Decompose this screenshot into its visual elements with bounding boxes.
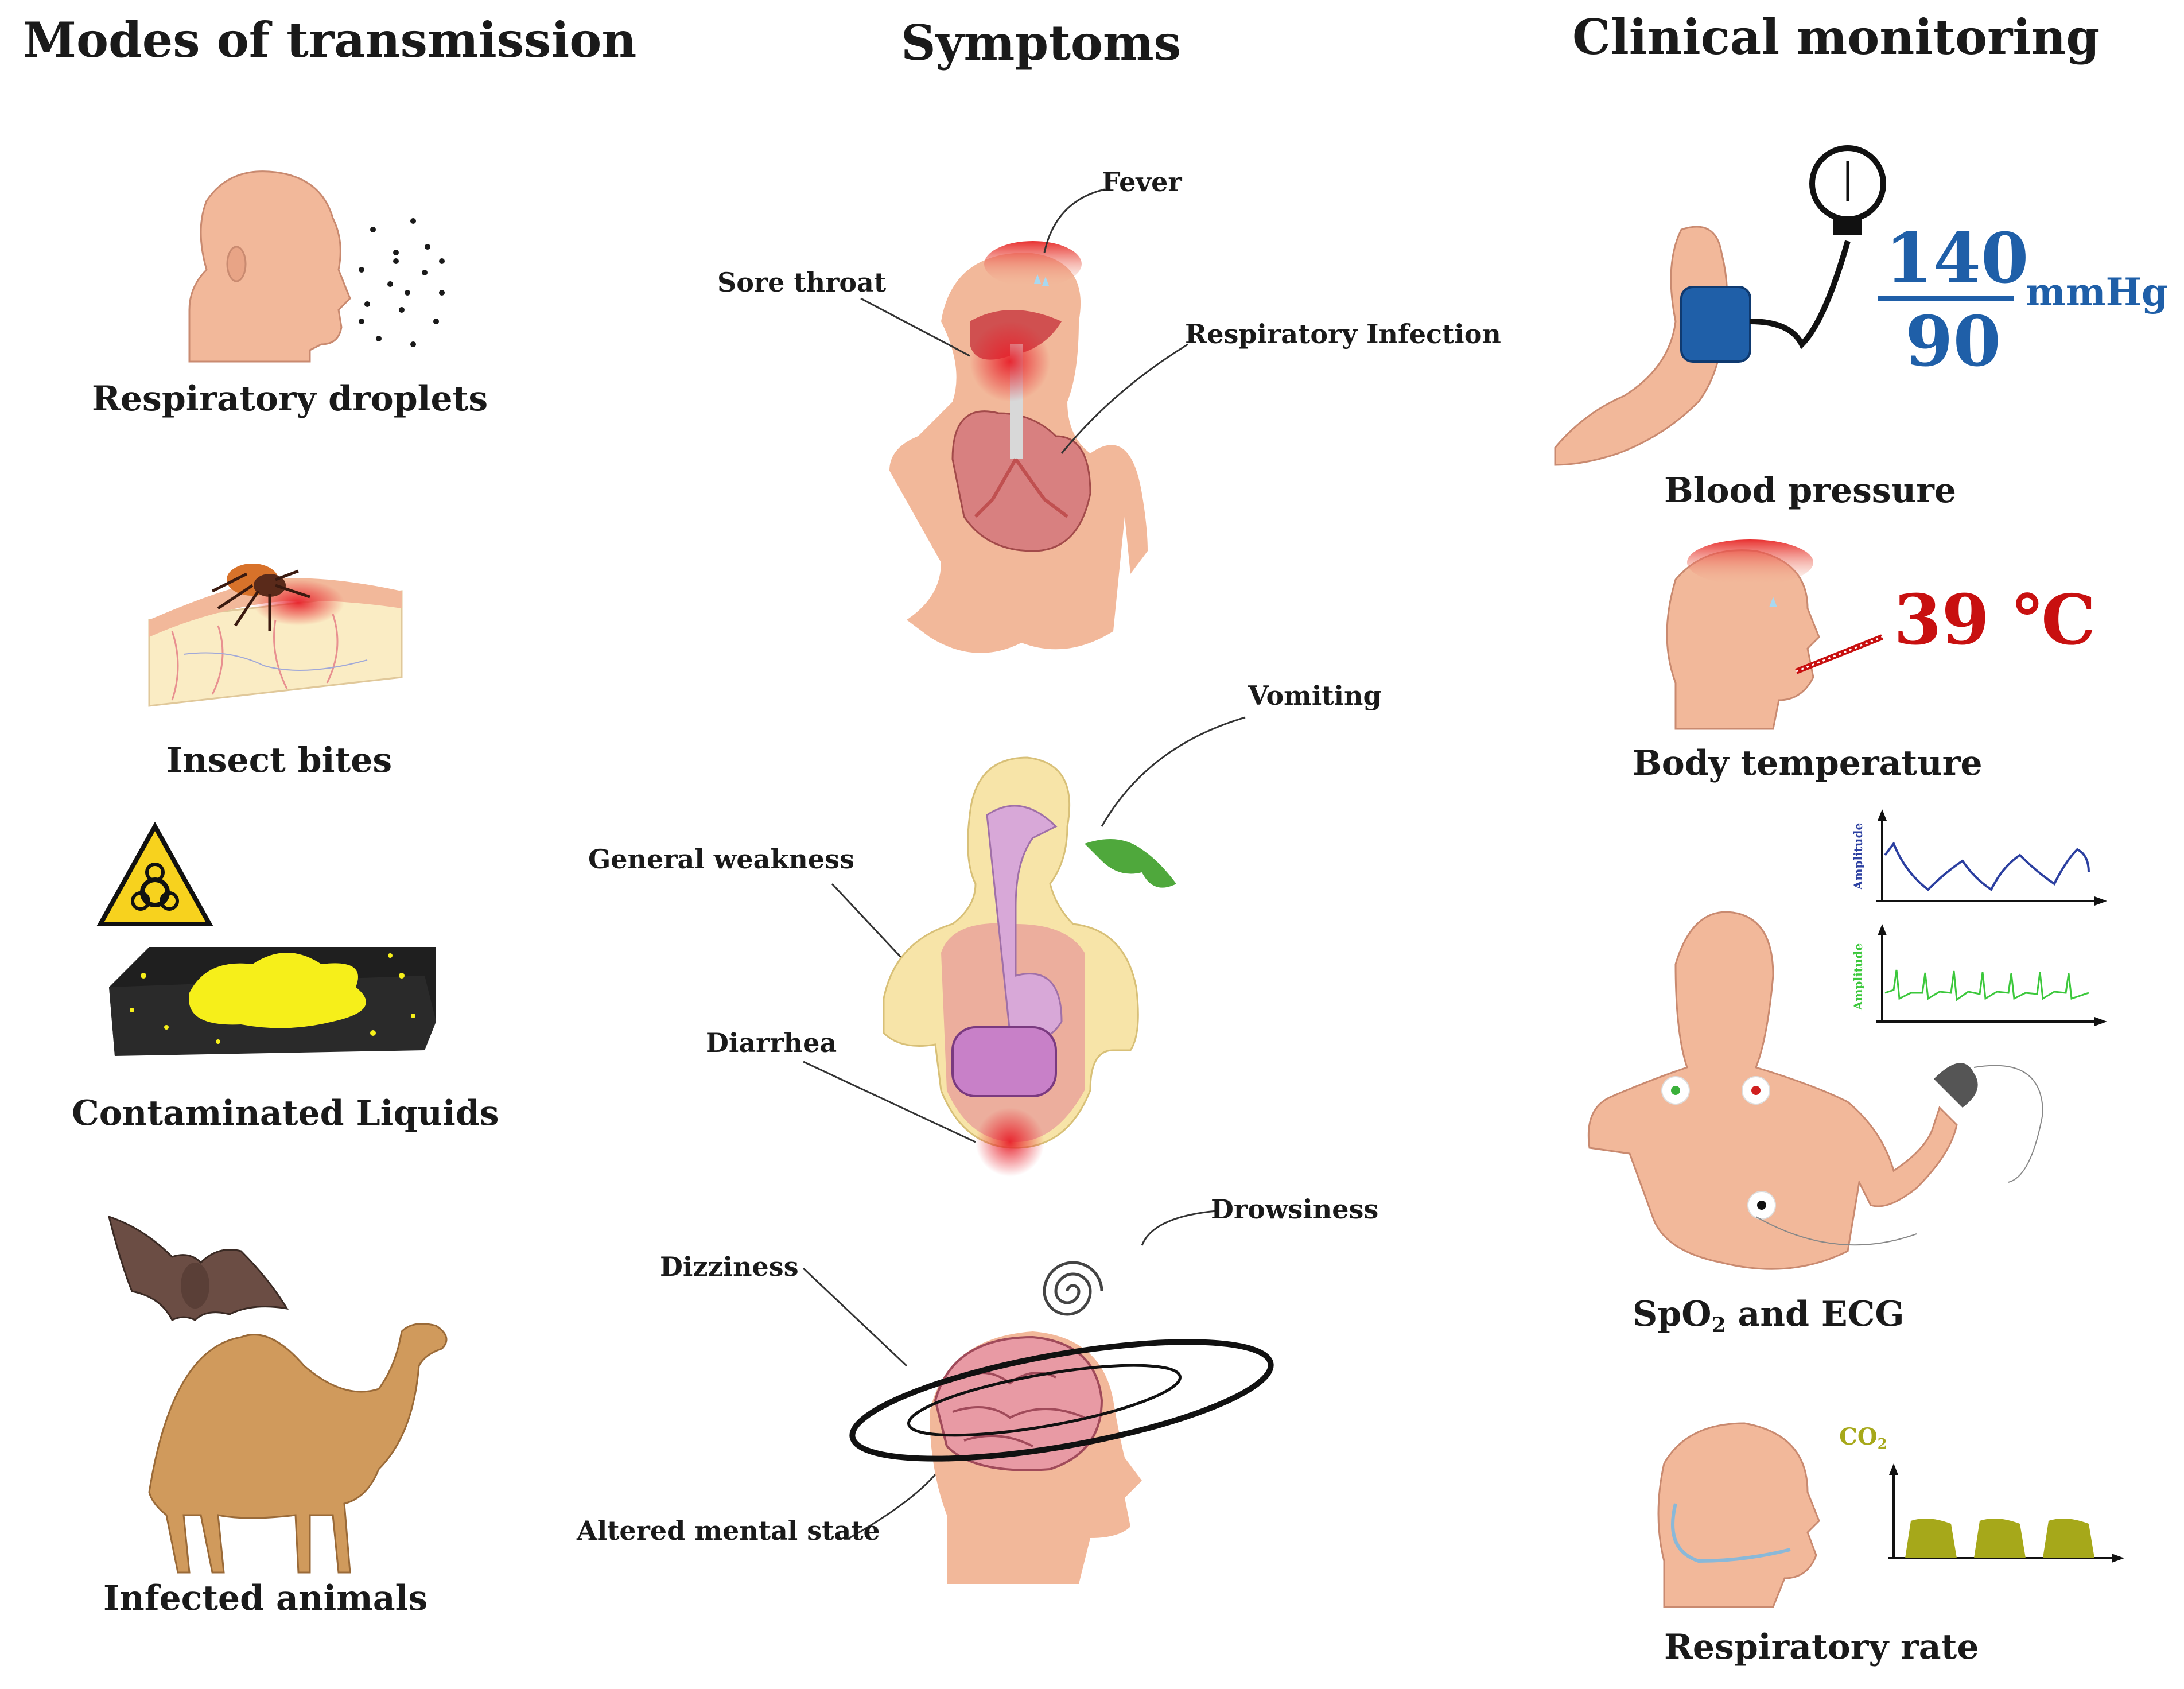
symptom-vomiting: Vomiting xyxy=(1248,680,1382,711)
spo2-ecg-illustration xyxy=(1587,911,2044,1270)
biohazard-sign-icon xyxy=(96,821,213,926)
label-infected-animals: Infected animals xyxy=(103,1578,428,1618)
contaminated-liquid-illustration xyxy=(109,947,436,1056)
infected-animals-illustration xyxy=(107,1215,448,1574)
symptom-fever: Fever xyxy=(1102,166,1182,197)
label-blood-pressure: Blood pressure xyxy=(1664,471,1957,511)
spo2-amplitude-axis-label: Amplitude xyxy=(1851,822,1866,890)
symptom-altered-mental-state: Altered mental state xyxy=(577,1515,880,1546)
symptom-sore-throat: Sore throat xyxy=(717,267,887,298)
temperature-value: 39 ℃ xyxy=(1894,580,2096,661)
spo2-prefix: SpO xyxy=(1633,1294,1712,1334)
digestive-symptoms-illustration xyxy=(883,756,1176,1177)
spo2-suffix: and ECG xyxy=(1726,1294,1905,1334)
ecg-waveform-chart xyxy=(1876,924,2107,1026)
bp-systolic-value: 140 xyxy=(1885,218,2029,299)
label-body-temperature: Body temperature xyxy=(1633,743,1983,783)
label-contaminated-liquids: Contaminated Liquids xyxy=(72,1093,499,1133)
symptom-drowsiness: Drowsiness xyxy=(1211,1194,1379,1225)
droplets-dots xyxy=(359,218,445,347)
blood-pressure-illustration xyxy=(1554,145,1886,466)
label-respiratory-droplets: Respiratory droplets xyxy=(92,379,488,419)
label-spo2-and-ecg: SpO2 and ECG xyxy=(1633,1294,1905,1337)
heading-clinical-monitoring: Clinical monitoring xyxy=(1572,9,2100,65)
heading-modes-of-transmission: Modes of transmission xyxy=(23,11,637,68)
label-insect-bites: Insect bites xyxy=(166,740,393,781)
respiratory-symptoms-illustration xyxy=(889,241,1148,653)
spo2-subscript: 2 xyxy=(1711,1313,1726,1337)
co2-label: CO2 xyxy=(1839,1423,1887,1452)
spo2-waveform-chart xyxy=(1876,809,2107,906)
co2-subscript: 2 xyxy=(1877,1435,1887,1453)
symptom-dizziness: Dizziness xyxy=(660,1251,799,1282)
heading-symptoms: Symptoms xyxy=(901,14,1182,71)
co2-prefix: CO xyxy=(1839,1423,1878,1450)
symptom-general-weakness: General weakness xyxy=(588,844,854,875)
respiratory-droplets-illustration xyxy=(188,170,445,363)
symptom-diarrhea: Diarrhea xyxy=(706,1027,837,1058)
label-respiratory-rate: Respiratory rate xyxy=(1664,1627,1979,1667)
bp-diastolic-value: 90 xyxy=(1905,301,2001,382)
ecg-amplitude-axis-label: Amplitude xyxy=(1851,943,1866,1011)
bp-unit: mmHg xyxy=(2026,270,2169,314)
neurological-symptoms-illustration xyxy=(849,1261,1274,1584)
insect-bite-illustration xyxy=(148,564,403,707)
symptom-respiratory-infection: Respiratory Infection xyxy=(1185,319,1501,350)
body-temperature-illustration xyxy=(1666,539,1883,730)
respiratory-rate-illustration xyxy=(1657,1422,2124,1608)
